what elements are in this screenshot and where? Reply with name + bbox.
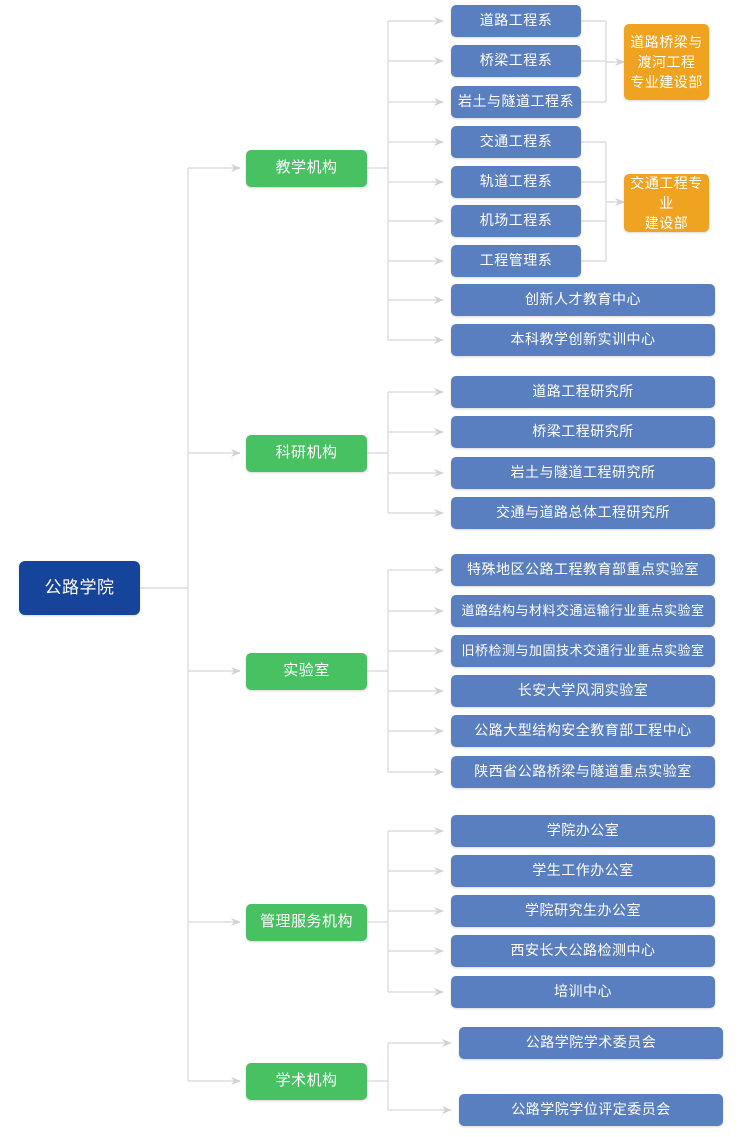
construction-dept-label: 道路桥梁与 渡河工程 专业建设部	[630, 33, 703, 91]
leaf-label: 交通工程系	[479, 133, 553, 150]
leaf-label: 本科教学创新实训中心	[510, 331, 656, 348]
leaf-node-road-engineering-institute[interactable]: 道路工程研究所	[451, 376, 715, 408]
leaf-label: 特殊地区公路工程教育部重点实验室	[467, 561, 699, 578]
leaf-label: 学院研究生办公室	[525, 902, 641, 919]
leaf-label: 道路工程研究所	[532, 383, 634, 400]
leaf-label: 公路大型结构安全教育部工程中心	[474, 722, 692, 739]
root-node-public-highway-college[interactable]: 公路学院	[19, 561, 140, 615]
leaf-label: 岩土与隧道工程研究所	[510, 464, 656, 481]
category-node-research[interactable]: 科研机构	[246, 435, 367, 472]
leaf-node-geotech-tunnel-engineering-dept[interactable]: 岩土与隧道工程系	[451, 86, 581, 118]
category-label-teaching: 教学机构	[275, 159, 338, 177]
leaf-node-undergraduate-training-center[interactable]: 本科教学创新实训中心	[451, 324, 715, 356]
leaf-node-large-structure-safety-center[interactable]: 公路大型结构安全教育部工程中心	[451, 715, 715, 747]
leaf-node-student-affairs-office[interactable]: 学生工作办公室	[451, 855, 715, 887]
leaf-node-academic-committee[interactable]: 公路学院学术委员会	[459, 1027, 723, 1059]
leaf-label: 公路学院学位评定委员会	[511, 1101, 671, 1118]
leaf-label: 桥梁工程研究所	[532, 423, 634, 440]
construction-dept-road-bridge-ferry[interactable]: 道路桥梁与 渡河工程 专业建设部	[624, 24, 709, 100]
leaf-label: 学生工作办公室	[532, 862, 634, 879]
leaf-label: 培训中心	[554, 983, 612, 1000]
leaf-label: 公路学院学术委员会	[525, 1034, 657, 1051]
leaf-node-bridge-engineering-dept[interactable]: 桥梁工程系	[451, 45, 581, 77]
leaf-node-rail-engineering-dept[interactable]: 轨道工程系	[451, 166, 581, 198]
category-label-management-service: 管理服务机构	[259, 913, 353, 931]
leaf-node-engineering-management-dept[interactable]: 工程管理系	[451, 245, 581, 277]
leaf-label: 轨道工程系	[479, 173, 553, 190]
leaf-node-training-center[interactable]: 培训中心	[451, 976, 715, 1008]
root-node-label: 公路学院	[44, 578, 115, 598]
category-label-laboratory: 实验室	[283, 662, 330, 680]
leaf-label: 道路结构与材料交通运输行业重点实验室	[461, 602, 705, 618]
leaf-node-road-engineering-dept[interactable]: 道路工程系	[451, 5, 581, 37]
leaf-node-airport-engineering-dept[interactable]: 机场工程系	[451, 205, 581, 237]
leaf-node-traffic-engineering-dept[interactable]: 交通工程系	[451, 126, 581, 158]
leaf-node-changan-wind-tunnel-lab[interactable]: 长安大学风洞实验室	[451, 675, 715, 707]
leaf-node-road-structure-material-lab[interactable]: 道路结构与材料交通运输行业重点实验室	[451, 595, 715, 627]
leaf-node-special-region-highway-lab[interactable]: 特殊地区公路工程教育部重点实验室	[451, 554, 715, 586]
leaf-node-degree-evaluation-committee[interactable]: 公路学院学位评定委员会	[459, 1094, 723, 1126]
leaf-node-geotech-tunnel-institute[interactable]: 岩土与隧道工程研究所	[451, 457, 715, 489]
leaf-label: 交通与道路总体工程研究所	[496, 504, 670, 521]
leaf-node-bridge-engineering-institute[interactable]: 桥梁工程研究所	[451, 416, 715, 448]
leaf-node-traffic-road-overall-institute[interactable]: 交通与道路总体工程研究所	[451, 497, 715, 529]
category-label-academic: 学术机构	[275, 1072, 338, 1090]
leaf-node-college-office[interactable]: 学院办公室	[451, 815, 715, 847]
leaf-node-graduate-office[interactable]: 学院研究生办公室	[451, 895, 715, 927]
leaf-label: 创新人才教育中心	[525, 291, 641, 308]
leaf-label: 道路工程系	[479, 12, 553, 29]
leaf-label: 西安长大公路检测中心	[510, 942, 656, 959]
leaf-node-innovative-talent-education-center[interactable]: 创新人才教育中心	[451, 284, 715, 316]
leaf-label: 陕西省公路桥梁与隧道重点实验室	[474, 763, 692, 780]
leaf-label: 工程管理系	[479, 252, 553, 269]
construction-dept-traffic-engineering[interactable]: 交通工程专业 建设部	[624, 174, 709, 232]
construction-dept-label: 交通工程专业 建设部	[630, 174, 703, 232]
category-node-teaching[interactable]: 教学机构	[246, 150, 367, 187]
leaf-node-old-bridge-inspection-lab[interactable]: 旧桥检测与加固技术交通行业重点实验室	[451, 635, 715, 667]
leaf-label: 机场工程系	[479, 212, 553, 229]
category-node-academic[interactable]: 学术机构	[246, 1063, 367, 1100]
category-label-research: 科研机构	[275, 444, 338, 462]
leaf-label: 桥梁工程系	[479, 52, 553, 69]
category-node-laboratory[interactable]: 实验室	[246, 653, 367, 690]
leaf-node-xian-changda-highway-testing-center[interactable]: 西安长大公路检测中心	[451, 935, 715, 967]
leaf-label: 旧桥检测与加固技术交通行业重点实验室	[461, 642, 705, 658]
leaf-label: 岩土与隧道工程系	[458, 93, 574, 110]
leaf-label: 长安大学风洞实验室	[517, 682, 649, 699]
category-node-management-service[interactable]: 管理服务机构	[246, 904, 367, 941]
leaf-node-shaanxi-bridge-tunnel-lab[interactable]: 陕西省公路桥梁与隧道重点实验室	[451, 756, 715, 788]
leaf-label: 学院办公室	[546, 822, 620, 839]
